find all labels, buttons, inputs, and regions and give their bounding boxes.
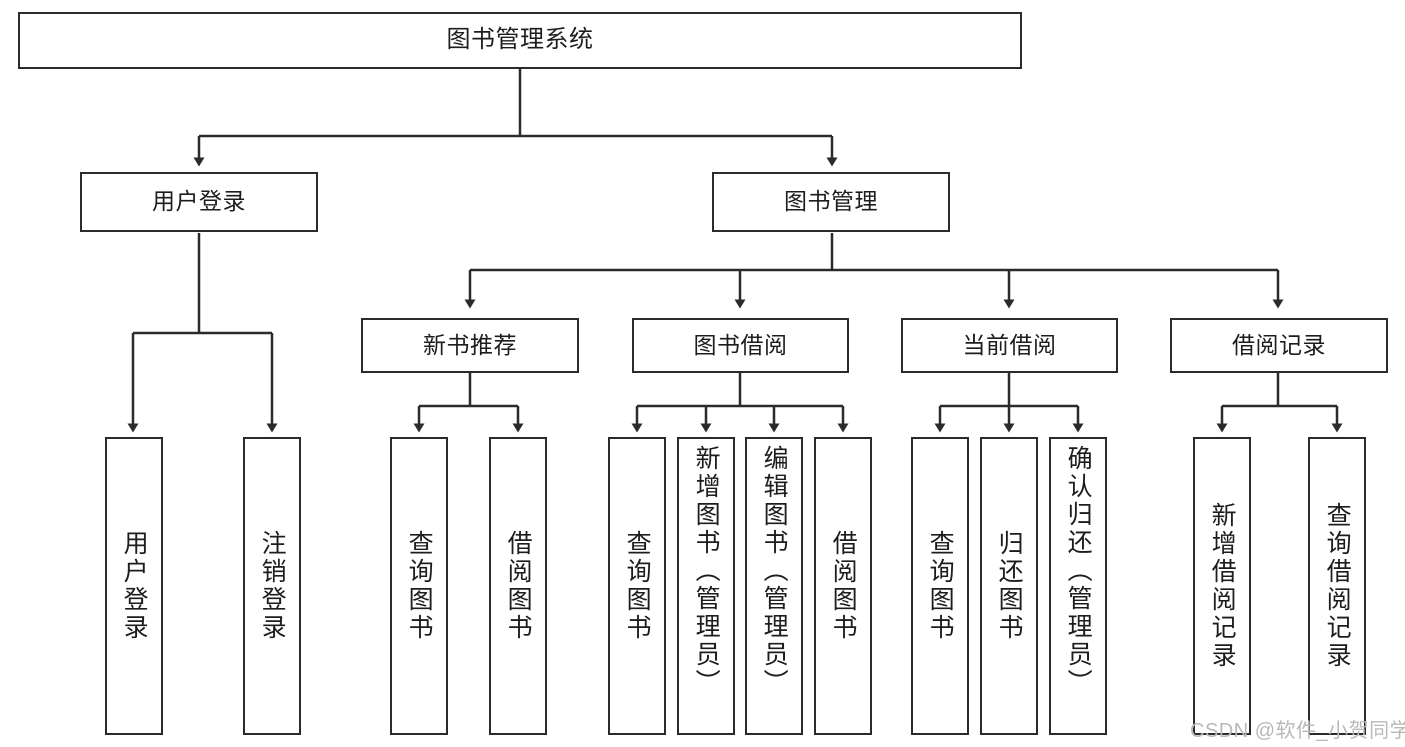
node-borrow-record-label: 借阅记录	[1232, 331, 1326, 358]
node-leaf-user-login-label: 用户登录	[120, 530, 149, 642]
node-root-label: 图书管理系统	[446, 26, 594, 54]
node-leaf-add-record-label: 新增借阅记录	[1208, 502, 1237, 670]
node-leaf-user-login[interactable]: 用户登录	[105, 437, 163, 735]
node-user-login[interactable]: 用户登录	[80, 172, 318, 232]
csdn-watermark: CSDN @软件_小贺同学	[1190, 720, 1405, 742]
node-leaf-borrow-book-1-label: 借阅图书	[504, 530, 533, 642]
node-leaf-query-record[interactable]: 查询借阅记录	[1308, 437, 1366, 735]
node-leaf-query-book-1[interactable]: 查询图书	[390, 437, 448, 735]
node-new-book-rec[interactable]: 新书推荐	[361, 318, 579, 373]
node-leaf-borrow-book-1[interactable]: 借阅图书	[489, 437, 547, 735]
node-leaf-query-book-3-label: 查询图书	[926, 530, 955, 642]
node-current-borrow-label: 当前借阅	[962, 331, 1057, 358]
node-borrow-record[interactable]: 借阅记录	[1170, 318, 1388, 373]
node-leaf-query-book-2[interactable]: 查询图书	[608, 437, 666, 735]
node-leaf-query-book-2-label: 查询图书	[623, 530, 652, 642]
node-leaf-add-record[interactable]: 新增借阅记录	[1193, 437, 1251, 735]
node-leaf-borrow-book-2[interactable]: 借阅图书	[814, 437, 872, 735]
node-new-book-rec-label: 新书推荐	[423, 331, 517, 358]
node-root[interactable]: 图书管理系统	[18, 12, 1022, 69]
node-leaf-confirm-return[interactable]: 确认归还（管理员）	[1049, 437, 1107, 735]
node-book-borrow-label: 图书借阅	[693, 331, 788, 358]
node-leaf-add-book[interactable]: 新增图书（管理员）	[677, 437, 735, 735]
node-leaf-query-record-label: 查询借阅记录	[1323, 502, 1352, 670]
node-leaf-edit-book-label: 编辑图书（管理员）	[760, 445, 789, 697]
node-user-login-label: 用户登录	[152, 188, 246, 215]
node-current-borrow[interactable]: 当前借阅	[901, 318, 1118, 373]
node-leaf-edit-book[interactable]: 编辑图书（管理员）	[745, 437, 803, 735]
node-leaf-logout[interactable]: 注销登录	[243, 437, 301, 735]
node-leaf-add-book-label: 新增图书（管理员）	[692, 445, 721, 697]
node-leaf-return-book-label: 归还图书	[995, 530, 1024, 642]
node-leaf-confirm-return-label: 确认归还（管理员）	[1064, 445, 1093, 697]
node-leaf-query-book-1-label: 查询图书	[405, 530, 434, 642]
node-book-manage-label: 图书管理	[784, 188, 878, 215]
node-leaf-logout-label: 注销登录	[258, 530, 287, 642]
node-book-borrow[interactable]: 图书借阅	[632, 318, 849, 373]
node-leaf-borrow-book-2-label: 借阅图书	[829, 530, 858, 642]
node-leaf-query-book-3[interactable]: 查询图书	[911, 437, 969, 735]
node-leaf-return-book[interactable]: 归还图书	[980, 437, 1038, 735]
node-book-manage[interactable]: 图书管理	[712, 172, 950, 232]
